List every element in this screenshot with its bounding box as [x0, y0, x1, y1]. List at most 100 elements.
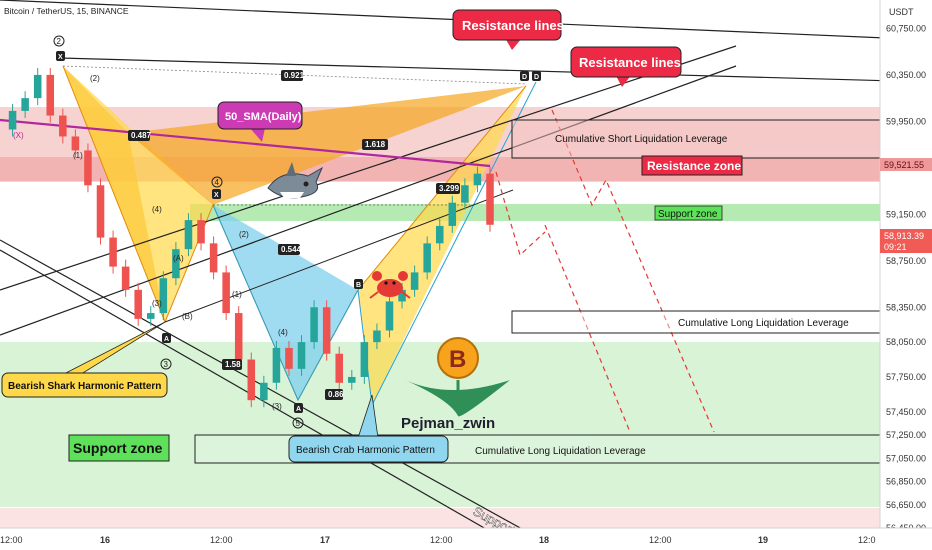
liquidation-boxes: Cumulative Short Liquidation Leverage Cu… — [194, 119, 883, 464]
wave-1b-label: (1) — [232, 290, 242, 299]
y-tick-label: 58,050.00 — [886, 337, 926, 347]
crab-triangle-1 — [213, 205, 358, 400]
ratio-0487: 0.487 — [131, 131, 152, 140]
candle-body — [310, 307, 318, 343]
candle-body — [297, 342, 306, 369]
circle-4: 4 — [215, 178, 220, 187]
point-x-2: X — [214, 192, 219, 199]
point-x-1: X — [58, 54, 63, 61]
candle-body — [46, 74, 55, 116]
candle-body — [147, 313, 155, 319]
candles-layer — [8, 67, 494, 408]
candle-body — [209, 243, 218, 273]
long-liquidation-zone — [0, 342, 880, 507]
circle-2: 2 — [57, 37, 62, 46]
y-tick-label: 59,950.00 — [886, 116, 926, 126]
ratio-0921: 0.921 — [284, 71, 305, 80]
short-liq-box — [511, 119, 883, 159]
candle-body — [197, 220, 205, 244]
y-tick-label: 59,150.00 — [886, 209, 926, 219]
x-tick-label: 19 — [758, 535, 768, 545]
wave-4-label: (4) — [152, 205, 162, 214]
svg-text:B: B — [449, 346, 466, 373]
candle-body — [8, 110, 17, 130]
countdown-label: 09:21 — [884, 242, 907, 252]
shark-callout — [1, 372, 168, 398]
x-tick-label: 12:0 — [858, 535, 876, 545]
y-tick-label: 57,450.00 — [886, 407, 926, 417]
y-tick-label: 57,250.00 — [886, 430, 926, 440]
currency-label: USDT — [889, 7, 914, 17]
support-zone-small-text: Support zone — [658, 209, 718, 220]
support-zone-small-label — [654, 205, 723, 221]
ratio-1618: 1.618 — [365, 140, 386, 149]
y-tick-label: 56,850.00 — [886, 477, 926, 487]
wave-b-label: (B) — [182, 312, 193, 321]
point-labels: X X A A B D D — [56, 51, 541, 413]
sma-callout-pointer — [250, 128, 265, 142]
wave-1-label: (1) — [73, 151, 83, 160]
candle-body — [410, 272, 419, 290]
y-tick-label: 58,750.00 — [886, 256, 926, 266]
resistance-callout-2-text: Resistance lines — [579, 55, 681, 70]
circled-labels: 2 4 3 5 — [53, 35, 304, 429]
shark-wing — [128, 86, 526, 205]
y-tick-label: 57,050.00 — [886, 453, 926, 463]
resistance-callout-1 — [452, 9, 562, 41]
resistance-callout-1-text: Resistance lines — [462, 18, 564, 33]
wave-3-label: (3) — [152, 299, 162, 308]
wave-4b-label: (4) — [278, 328, 288, 337]
x-tick-label: 17 — [320, 535, 330, 545]
current-price-tag — [880, 229, 932, 253]
wave-2b-label: (2) — [239, 230, 249, 239]
candle-body — [21, 98, 29, 111]
point-b: B — [356, 282, 361, 289]
candle-body — [322, 307, 331, 354]
candle-body — [184, 220, 193, 250]
resistance-zone-label — [641, 155, 743, 176]
x-tick-label: 12:00 — [0, 535, 23, 545]
candle-body — [448, 202, 457, 226]
projection-path-1 — [495, 171, 546, 257]
shark-callout-text: Bearish Shark Harmonic Pattern — [8, 381, 161, 392]
price-axis[interactable]: USDT 60,750.00 60,350.00 59,950.00 59,150.0… — [879, 0, 932, 533]
channel-line-lower — [0, 65, 737, 336]
crab-callout — [288, 435, 449, 463]
y-tick-label: 60,350.00 — [886, 70, 926, 80]
y-tick-label: 60,750.00 — [886, 23, 926, 33]
wave-a-label: (A) — [173, 254, 184, 263]
wave-labels: (X) (1) (2) (3) (4) (A) (B) (1) (2) (3) … — [13, 74, 288, 411]
y-tick-label: 58,350.00 — [886, 302, 926, 312]
support-zone-band — [190, 204, 880, 221]
candle-body — [84, 150, 92, 186]
candle-body — [335, 353, 343, 383]
zone-price-label: 59,521.55 — [884, 160, 924, 170]
circle-5: 5 — [296, 419, 301, 428]
candle-body — [473, 173, 482, 186]
resistance-line-mid — [59, 57, 880, 82]
crab-icon — [369, 271, 411, 299]
sma-callout — [217, 101, 303, 130]
point-d-1: D — [522, 74, 527, 81]
crab-callout-text: Bearish Crab Harmonic Pattern — [296, 445, 435, 456]
point-a-1: A — [164, 336, 169, 343]
candle-body — [260, 382, 268, 401]
support-zone-big-text: Support zone — [73, 440, 163, 456]
candle-body — [486, 173, 494, 225]
circle-3: 3 — [164, 360, 169, 369]
x-tick-label: 18 — [539, 535, 549, 545]
support-line-2 — [0, 249, 486, 528]
crab-outline — [212, 81, 537, 407]
projection-path-2 — [551, 109, 715, 433]
chart-title: Bitcoin / TetherUS, 15, BINANCE — [4, 6, 129, 16]
resistance-zone-text: Resistance zone — [647, 159, 741, 173]
candle-body — [423, 243, 431, 273]
wave-3b-label: (3) — [272, 402, 282, 411]
author-name: Pejman_zwin — [401, 415, 495, 432]
ratio-086: 0.86 — [328, 390, 344, 399]
candle-body — [33, 74, 42, 99]
candle-body — [373, 330, 381, 343]
ratio-158: 1.58 — [225, 360, 241, 369]
